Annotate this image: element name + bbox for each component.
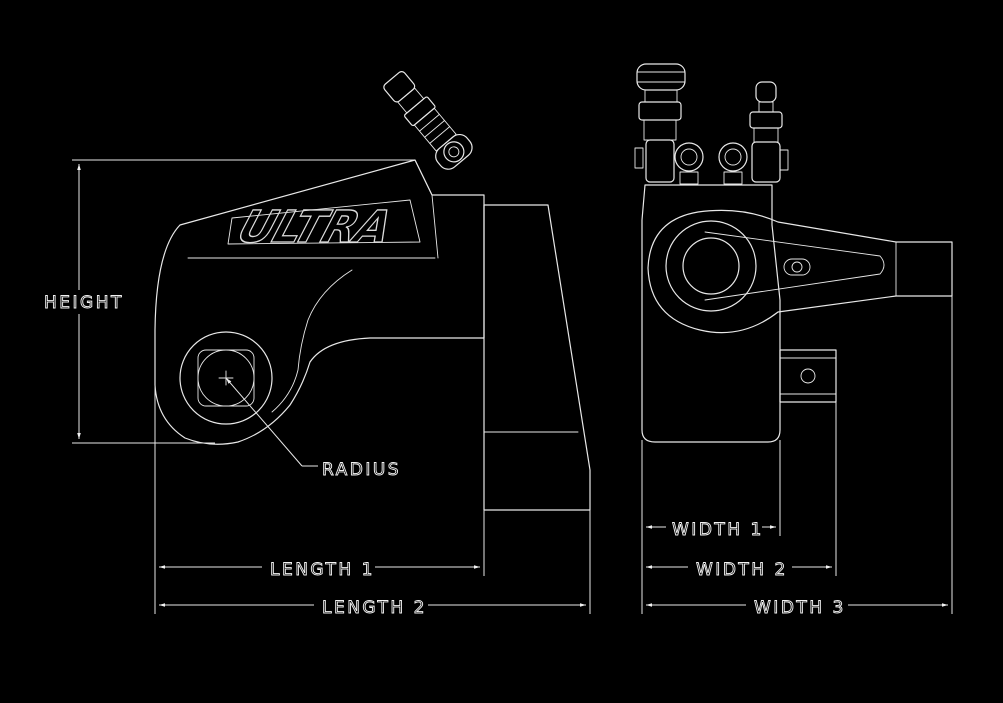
swivel-fitting (383, 70, 473, 170)
radius-leader (225, 377, 303, 467)
front-slot-pin (791, 261, 803, 273)
front-slot (783, 258, 811, 276)
ultra-logo: ULTRA (227, 199, 421, 253)
housing-inner-curve (271, 269, 353, 413)
side-view: ULTRA (154, 70, 591, 511)
front-body (641, 184, 781, 443)
housing-lower-curve (414, 159, 439, 259)
drive-outer-circle (179, 331, 273, 425)
length-1-label: LENGTH 1 (270, 560, 375, 580)
ultra-logo-text: ULTRA (232, 201, 398, 253)
width-2-label: WIDTH 2 (696, 560, 788, 580)
width-1-label: WIDTH 1 (672, 520, 764, 540)
radius-label: RADIUS (322, 460, 401, 480)
front-view (634, 63, 953, 443)
front-arm (647, 209, 953, 334)
width-3-label: WIDTH 3 (754, 598, 846, 618)
front-hub-outer (665, 220, 757, 312)
front-hub-inner (682, 237, 740, 295)
length-2-label: LENGTH 2 (322, 598, 427, 618)
dimensions: HEIGHT RADIUS LENGTH 1 LENGTH 2 WIDTH 1 … (40, 159, 953, 618)
front-drive-hole (800, 368, 816, 384)
reaction-block (483, 204, 591, 511)
height-label: HEIGHT (44, 293, 124, 313)
front-fittings (634, 63, 789, 185)
front-arm-inner (704, 231, 885, 301)
front-square-drive (779, 349, 837, 403)
square-drive (197, 349, 255, 407)
housing-outline (154, 159, 485, 445)
